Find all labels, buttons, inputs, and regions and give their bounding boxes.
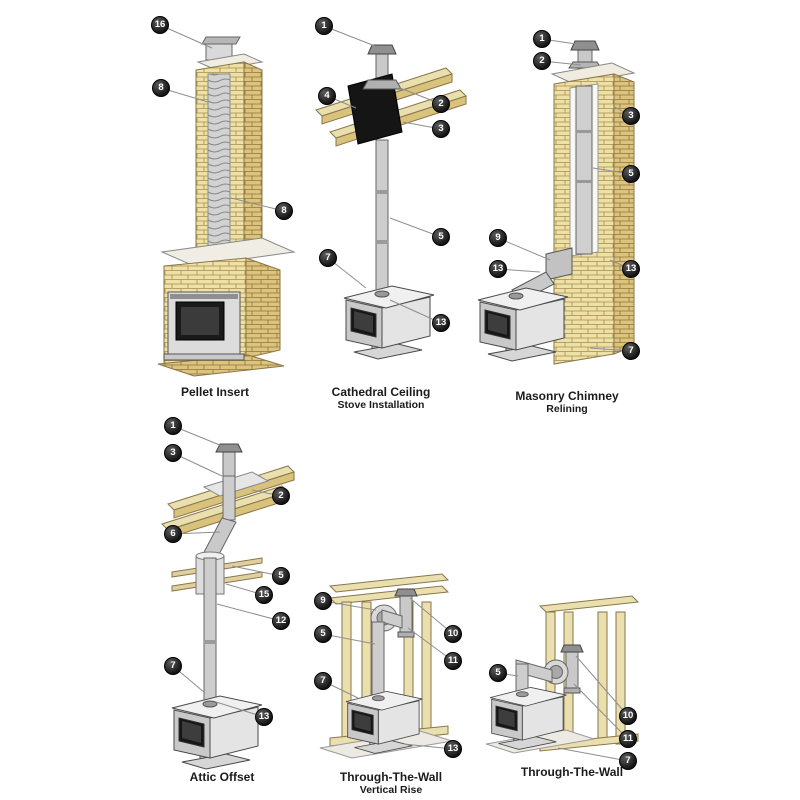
pellet-insert-stove bbox=[163, 291, 245, 361]
tee-fitting bbox=[545, 247, 573, 281]
stove-pipe bbox=[375, 139, 389, 297]
diagram-subtitle-cathedral: Stove Installation bbox=[337, 399, 425, 411]
through-the-wall-vertical-rise-illustration bbox=[319, 573, 453, 759]
chimney-cap bbox=[367, 44, 397, 55]
callout-badge: 10 bbox=[444, 625, 462, 643]
diagram-title-pellet-insert: Pellet Insert bbox=[180, 385, 250, 399]
stove-pipe bbox=[371, 621, 385, 699]
callout-badge: 7 bbox=[622, 342, 640, 360]
callout-badge: 16 bbox=[151, 16, 169, 34]
cathedral-support-box bbox=[347, 73, 403, 145]
callout-badge: 15 bbox=[255, 586, 273, 604]
callout-badge: 6 bbox=[164, 525, 182, 543]
pellet-insert-illustration bbox=[157, 36, 296, 377]
callout-badge: 2 bbox=[432, 95, 450, 113]
stove-pipe bbox=[203, 557, 217, 705]
callout-badge: 5 bbox=[489, 664, 507, 682]
callout-badge: 11 bbox=[619, 730, 637, 748]
callout-badge: 2 bbox=[272, 487, 290, 505]
callout-badge: 9 bbox=[314, 592, 332, 610]
callout-badge: 4 bbox=[318, 87, 336, 105]
callout-badge: 5 bbox=[314, 625, 332, 643]
callout-badge: 13 bbox=[622, 260, 640, 278]
attic-offset-illustration bbox=[161, 443, 295, 770]
callout-badge: 5 bbox=[622, 165, 640, 183]
flex-liner bbox=[207, 73, 231, 255]
callout-badge: 5 bbox=[432, 228, 450, 246]
diagram-subtitle-ttw-vertical: Vertical Rise bbox=[359, 784, 423, 796]
callout-badge: 13 bbox=[432, 314, 450, 332]
callout-badge: 1 bbox=[315, 17, 333, 35]
callout-badge: 2 bbox=[533, 52, 551, 70]
callout-badge: 3 bbox=[622, 107, 640, 125]
chimney-cap bbox=[570, 40, 600, 51]
cathedral-ceiling-illustration bbox=[315, 44, 467, 360]
through-the-wall-illustration bbox=[485, 595, 640, 754]
callout-badge: 7 bbox=[164, 657, 182, 675]
callout-badge: 1 bbox=[533, 30, 551, 48]
callout-badge: 11 bbox=[444, 652, 462, 670]
stove bbox=[343, 285, 435, 360]
callout-badge: 12 bbox=[272, 612, 290, 630]
callout-badge: 1 bbox=[164, 417, 182, 435]
callout-badge: 7 bbox=[314, 672, 332, 690]
callout-badge: 8 bbox=[275, 202, 293, 220]
stove bbox=[171, 695, 263, 770]
callout-badge: 7 bbox=[619, 752, 637, 770]
chimney-cap bbox=[201, 36, 241, 61]
diagram-subtitle-masonry: Relining bbox=[546, 403, 588, 415]
diagram-title-attic-offset: Attic Offset bbox=[189, 770, 255, 784]
diagram-title-cathedral: Cathedral Ceiling bbox=[331, 385, 431, 399]
callout-badge: 3 bbox=[164, 444, 182, 462]
callout-badge: 10 bbox=[619, 707, 637, 725]
diagram-title-ttw-vertical: Through-The-Wall bbox=[339, 770, 443, 784]
rigid-liner bbox=[575, 85, 593, 255]
roof-flashing bbox=[202, 471, 270, 497]
callout-badge: 8 bbox=[152, 79, 170, 97]
callout-badge: 13 bbox=[444, 740, 462, 758]
diagram-title-ttw: Through-The-Wall bbox=[520, 765, 624, 779]
callout-badge: 9 bbox=[489, 229, 507, 247]
callout-badge: 5 bbox=[272, 567, 290, 585]
masonry-relining-illustration bbox=[477, 40, 636, 365]
callout-badge: 13 bbox=[255, 708, 273, 726]
diagram-title-masonry: Masonry Chimney bbox=[515, 389, 619, 403]
callout-badge: 13 bbox=[489, 260, 507, 278]
callout-badge: 3 bbox=[432, 120, 450, 138]
callout-badge: 7 bbox=[319, 249, 337, 267]
